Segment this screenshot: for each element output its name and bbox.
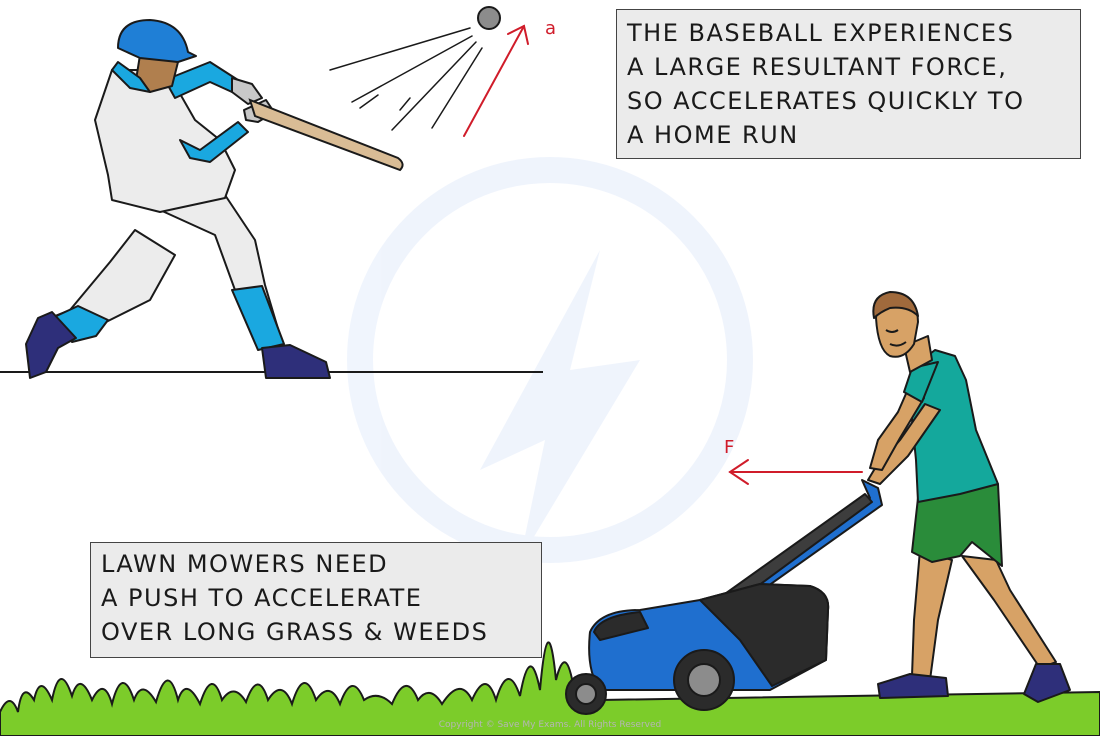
baseball-caption-box: THE BASEBALL EXPERIENCES A LARGE RESULTA…: [616, 9, 1081, 159]
lawn-mower: [565, 479, 883, 715]
acceleration-arrow: [463, 24, 529, 137]
caption-line: SO ACCELERATES QUICKLY TO: [627, 87, 1025, 115]
baseball-player: [25, 19, 331, 379]
lawnmower-caption-box: LAWN MOWERS NEED A PUSH TO ACCELERATE OV…: [90, 542, 542, 658]
watermark-logo: [347, 157, 753, 563]
baseball: [477, 6, 501, 30]
caption-line: A HOME RUN: [627, 121, 799, 149]
grass: [0, 641, 1100, 736]
force-label: F: [724, 437, 735, 458]
copyright-notice: Copyright © Save My Exams. All Rights Re…: [438, 720, 662, 730]
caption-line: THE BASEBALL EXPERIENCES: [627, 19, 1015, 47]
baseball-bat: [248, 98, 404, 172]
force-arrow: [728, 459, 863, 485]
caption-line: LAWN MOWERS NEED: [101, 550, 389, 578]
man-pushing-mower: [867, 291, 1071, 703]
acceleration-label: a: [545, 18, 557, 39]
motion-lines: [329, 27, 483, 131]
caption-line: OVER LONG GRASS & WEEDS: [101, 618, 489, 646]
caption-line: A LARGE RESULTANT FORCE,: [627, 53, 1008, 81]
caption-line: A PUSH TO ACCELERATE: [101, 584, 423, 612]
